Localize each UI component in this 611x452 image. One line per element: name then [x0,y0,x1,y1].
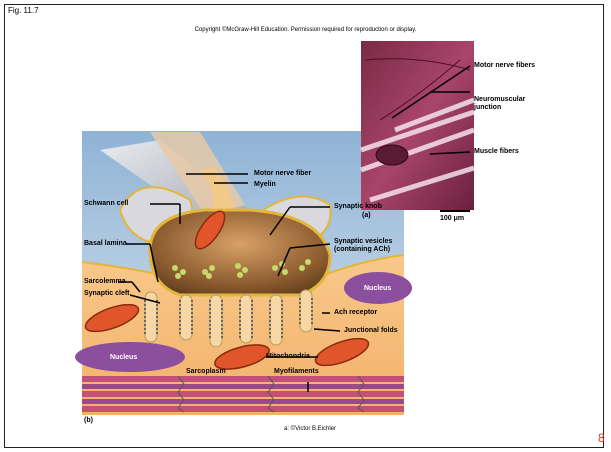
label-myelin: Myelin [254,181,276,189]
label-muscle-fibers: Muscle fibers [474,148,519,156]
label-synaptic-vesicles: Synaptic vesicles (containing ACh) [334,238,414,254]
label-synaptic-cleft: Synaptic cleft [84,290,130,298]
label-motor-nerve-fibers: Motor nerve fibers [474,62,544,70]
label-neuromuscular-junction: Neuromuscular junction [474,96,544,112]
label-myofilaments: Myofilaments [274,368,319,376]
panel-label-b: (b) [84,417,93,425]
label-junctional-folds: Junctional folds [344,327,398,335]
label-nucleus-left: Nucleus [110,354,137,362]
panel-label-a: (a) [362,212,371,220]
label-synaptic-knob: Synaptic knob [334,203,382,211]
label-sarcolemma: Sarcolemma [84,278,126,286]
synaptic-knob [150,210,330,295]
scale-bar [440,210,470,212]
label-mitochondria: Mitochondria [266,353,310,361]
image-credit: a: ©Victor B.Eichler [284,426,336,432]
myofilaments [82,376,404,412]
page-number: 8 [598,431,605,445]
scale-bar-label: 100 μm [440,215,464,223]
label-basal-lamina: Basal lamina [84,240,127,248]
label-nucleus-right: Nucleus [364,285,391,293]
label-schwann-cell: Schwann cell [84,200,128,208]
label-ach-receptor: Ach receptor [334,309,377,317]
label-sarcoplasm: Sarcoplasm [186,368,226,376]
label-motor-nerve-fiber: Motor nerve fiber [254,170,311,178]
